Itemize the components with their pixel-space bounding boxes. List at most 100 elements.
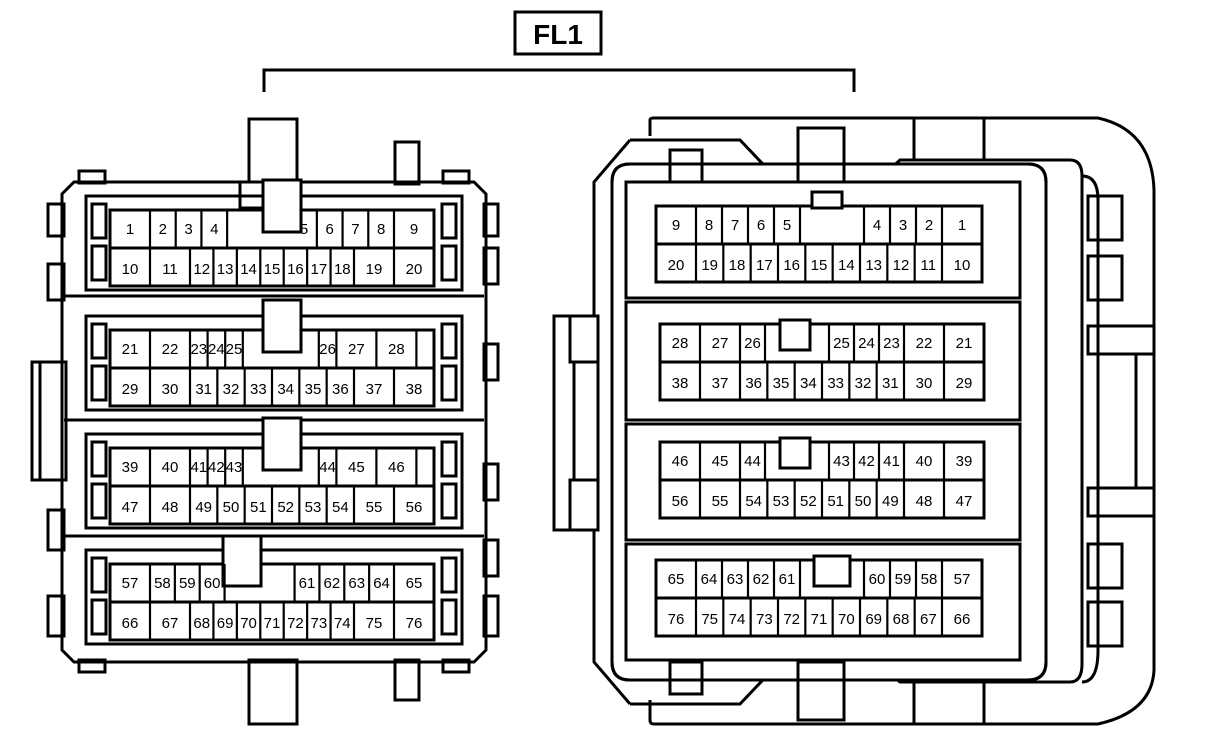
pin-label: 40	[162, 459, 179, 476]
pin-label: 76	[668, 611, 685, 628]
pin-label: 66	[954, 611, 971, 628]
pin-label: 38	[406, 381, 423, 398]
pin-label: 73	[311, 615, 328, 632]
pin-label: 9	[410, 221, 418, 238]
pin-label: 52	[800, 493, 817, 510]
pin-label: 72	[783, 611, 800, 628]
pin-label: 28	[388, 341, 405, 358]
pin-label: 49	[195, 499, 212, 516]
pin-label: 62	[753, 571, 770, 588]
pin-label: 70	[240, 615, 257, 632]
pin-label: 43	[833, 453, 850, 470]
pin-label: 41	[883, 453, 900, 470]
pin-label: 32	[223, 381, 240, 398]
pin-label: 21	[122, 341, 139, 358]
pin-label: 44	[744, 453, 761, 470]
pin-label: 37	[366, 381, 383, 398]
pin-label: 9	[672, 217, 680, 234]
pin-label: 59	[895, 571, 912, 588]
pin-label: 55	[712, 493, 729, 510]
pin-label: 15	[811, 257, 828, 274]
pin-label: 71	[264, 615, 281, 632]
pin-label: 49	[882, 493, 899, 510]
pin-label: 10	[122, 261, 139, 278]
pin-label: 1	[958, 217, 966, 234]
pin-label: 6	[326, 221, 334, 238]
pin-label: 65	[668, 571, 685, 588]
pin-label: 35	[773, 375, 790, 392]
pin-label: 22	[162, 341, 179, 358]
pin-label: 38	[672, 375, 689, 392]
pin-label: 26	[319, 341, 336, 358]
pin-label: 20	[406, 261, 423, 278]
pin-label: 3	[184, 221, 192, 238]
pin-label: 31	[195, 381, 212, 398]
pin-label: 18	[334, 261, 351, 278]
pin-label: 24	[208, 341, 225, 358]
pin-label: 27	[348, 341, 365, 358]
pin-label: 17	[756, 257, 773, 274]
pin-label: 36	[745, 375, 762, 392]
pin-label: 53	[305, 499, 322, 516]
pin-label: 40	[916, 453, 933, 470]
pin-label: 7	[731, 217, 739, 234]
pin-label: 41	[190, 459, 207, 476]
pin-label: 56	[672, 493, 689, 510]
pin-label: 25	[833, 335, 850, 352]
pin-label: 8	[377, 221, 385, 238]
right-connector-housing	[552, 116, 1156, 726]
pin-label: 30	[162, 381, 179, 398]
pin-label: 28	[672, 335, 689, 352]
pin-label: 58	[154, 575, 171, 592]
pin-label: 71	[811, 611, 828, 628]
pin-label: 51	[250, 499, 267, 516]
pin-label: 21	[956, 335, 973, 352]
pin-label: 14	[240, 261, 257, 278]
pin-label: 75	[366, 615, 383, 632]
pin-label: 62	[324, 575, 341, 592]
pin-label: 19	[366, 261, 383, 278]
pin-label: 19	[701, 257, 718, 274]
pin-label: 47	[122, 499, 139, 516]
pin-label: 60	[869, 571, 886, 588]
connector-label: FL1	[533, 19, 583, 50]
pin-label: 2	[925, 217, 933, 234]
pin-label: 39	[122, 459, 139, 476]
pin-label: 50	[855, 493, 872, 510]
pin-label: 5	[783, 217, 791, 234]
pin-label: 74	[334, 615, 351, 632]
pin-label: 29	[122, 381, 139, 398]
pin-label: 23	[883, 335, 900, 352]
pin-label: 7	[351, 221, 359, 238]
pin-label: 57	[954, 571, 971, 588]
pin-label: 45	[712, 453, 729, 470]
pin-label: 57	[122, 575, 139, 592]
pin-label: 53	[773, 493, 790, 510]
pin-label: 65	[406, 575, 423, 592]
pin-label: 68	[893, 611, 910, 628]
pin-label: 26	[744, 335, 761, 352]
pin-label: 61	[779, 571, 796, 588]
pin-label: 43	[226, 459, 243, 476]
pin-label: 46	[388, 459, 405, 476]
pin-label: 48	[162, 499, 179, 516]
pin-label: 67	[162, 615, 179, 632]
pin-label: 27	[712, 335, 729, 352]
pin-label: 17	[311, 261, 328, 278]
pin-label: 60	[204, 575, 221, 592]
pin-label: 25	[226, 341, 243, 358]
pin-label: 67	[920, 611, 937, 628]
pin-label: 32	[855, 375, 872, 392]
pin-label: 22	[916, 335, 933, 352]
pin-label: 37	[712, 375, 729, 392]
pin-label: 64	[701, 571, 718, 588]
pin-label: 16	[783, 257, 800, 274]
pin-label: 11	[921, 257, 937, 274]
pin-label: 1	[126, 221, 134, 238]
pin-label: 13	[865, 257, 882, 274]
pin-label: 23	[190, 341, 207, 358]
